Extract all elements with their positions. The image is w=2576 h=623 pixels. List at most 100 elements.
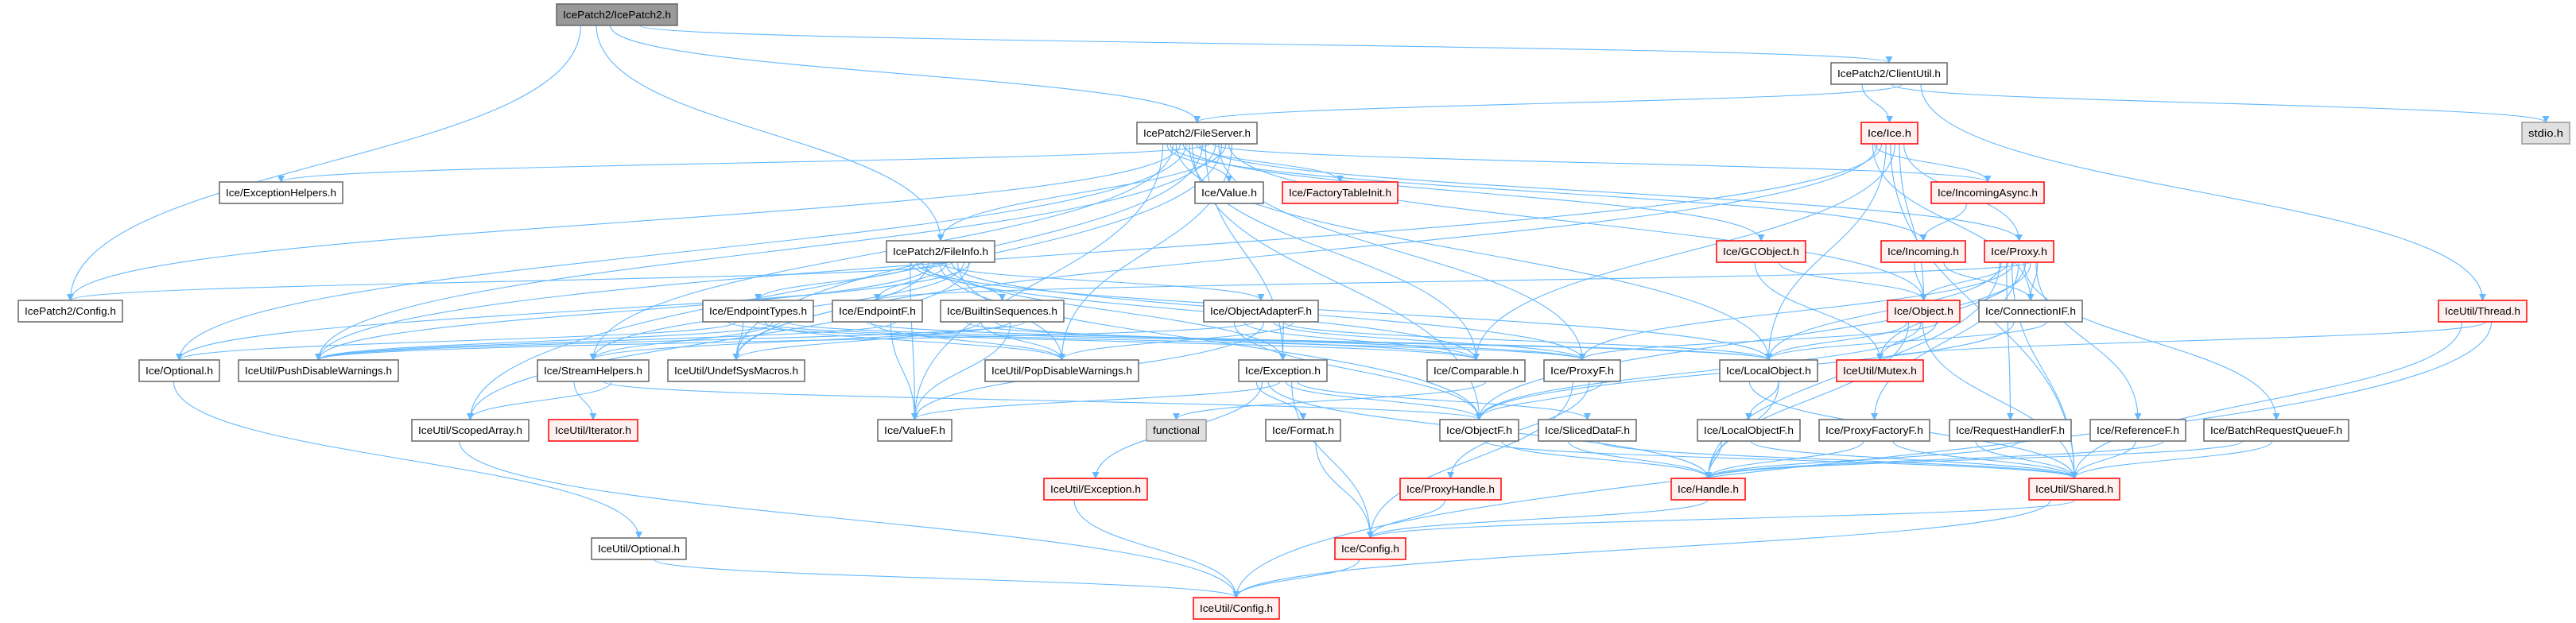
node-localobject[interactable]: Ice/LocalObject.h: [1719, 359, 1818, 382]
node-box: [2203, 419, 2349, 442]
edge-builtinseq-to-undefsys: [732, 321, 981, 361]
node-gcobject[interactable]: Ice/GCObject.h: [1716, 240, 1806, 263]
node-streamhelpers[interactable]: Ice/StreamHelpers.h: [537, 359, 650, 382]
node-endpointtypes[interactable]: Ice/EndpointTypes.h: [702, 300, 814, 323]
edge-streamhelpers-to-objectf: [603, 381, 1483, 420]
node-box: [1203, 300, 1319, 323]
node-label: Ice/IncomingAsync.h: [1938, 187, 2038, 199]
node-fileinfo[interactable]: IcePatch2/FileInfo.h: [886, 240, 995, 263]
node-box: [2089, 419, 2186, 442]
node-label: IcePatch2/Config.h: [25, 305, 116, 317]
node-proxyfactoryf[interactable]: Ice/ProxyFactoryF.h: [1818, 419, 1930, 442]
node-objectadapterf[interactable]: Ice/ObjectAdapterF.h: [1203, 300, 1319, 323]
node-incomingasync[interactable]: Ice/IncomingAsync.h: [1930, 181, 2045, 204]
node-label: IceUtil/Exception.h: [1050, 483, 1141, 495]
edge-referencef-to-handle: [1705, 440, 2164, 479]
node-iceconfig[interactable]: Ice/Config.h: [1334, 537, 1406, 560]
node-sliceddataf[interactable]: Ice/SlicedDataF.h: [1538, 419, 1637, 442]
node-functional[interactable]: functional: [1146, 419, 1207, 442]
node-factorytableinit[interactable]: Ice/FactoryTableInit.h: [1282, 181, 1399, 204]
edge-proxyf-to-iceconfig: [1367, 381, 1573, 539]
node-undefsys[interactable]: IceUtil/UndefSysMacros.h: [667, 359, 805, 382]
node-box: [548, 419, 638, 442]
node-connectionif[interactable]: Ice/ConnectionIF.h: [1978, 300, 2083, 323]
node-box: [1543, 359, 1621, 382]
node-referencef[interactable]: Ice/ReferenceF.h: [2089, 419, 2186, 442]
edge-proxy-to-batchrequestqueuef: [2023, 261, 2280, 420]
node-layer: IcePatch2/IcePatch2.hIcePatch2/ClientUti…: [17, 3, 2570, 620]
node-box: [667, 359, 805, 382]
edge-format-to-iceconfig: [1315, 440, 1374, 539]
node-ip2config[interactable]: IcePatch2/Config.h: [17, 300, 123, 323]
edge-fileinfo-to-objectadapterf: [940, 261, 1265, 301]
node-scopedarray[interactable]: IceUtil/ScopedArray.h: [411, 419, 530, 442]
node-box: [2438, 300, 2528, 323]
node-iceh[interactable]: Ice/Ice.h: [1860, 122, 1918, 145]
node-box: [1238, 359, 1328, 382]
node-iceutilconfig[interactable]: IceUtil/Config.h: [1193, 597, 1280, 620]
node-box: [1136, 122, 1258, 145]
node-box: [1818, 419, 1930, 442]
node-objectf[interactable]: Ice/ObjectF.h: [1439, 419, 1519, 442]
node-incoming[interactable]: Ice/Incoming.h: [1880, 240, 1966, 263]
node-shared[interactable]: IceUtil/Shared.h: [2028, 478, 2120, 501]
node-format[interactable]: Ice/Format.h: [1265, 419, 1341, 442]
node-object[interactable]: Ice/Object.h: [1887, 300, 1961, 323]
edge-endpointtypes-to-comparable: [727, 321, 1480, 361]
node-thread[interactable]: IceUtil/Thread.h: [2438, 300, 2528, 323]
edge-fileserver-to-ip2config: [67, 143, 1181, 301]
node-box: [2028, 478, 2120, 501]
node-label: Ice/ProxyFactoryF.h: [1825, 424, 1923, 436]
node-builtinseq[interactable]: Ice/BuiltinSequences.h: [940, 300, 1065, 323]
node-proxyf[interactable]: Ice/ProxyF.h: [1543, 359, 1621, 382]
node-fileserver[interactable]: IcePatch2/FileServer.h: [1136, 122, 1258, 145]
node-exception[interactable]: Ice/Exception.h: [1238, 359, 1328, 382]
edge-object-to-localobject: [1765, 321, 1908, 361]
node-comparable[interactable]: Ice/Comparable.h: [1426, 359, 1526, 382]
node-optional[interactable]: Ice/Optional.h: [138, 359, 220, 382]
edge-endpointtypes-to-proxyf: [757, 321, 1586, 361]
edge-proxy-to-localobject: [1765, 261, 2002, 361]
edge-requesthandlerf-to-handle: [1705, 440, 2020, 479]
node-box: [17, 300, 123, 323]
edge-optional-to-iceutiloptional: [173, 381, 642, 539]
node-iceutilexception[interactable]: IceUtil/Exception.h: [1043, 478, 1148, 501]
node-stdio[interactable]: stdio.h: [2521, 122, 2570, 145]
node-iterator[interactable]: IceUtil/Iterator.h: [548, 419, 638, 442]
node-box: [1716, 240, 1806, 263]
node-label: Ice/LocalObject.h: [1726, 365, 1811, 377]
edge-fileserver-to-valuef: [911, 143, 1164, 420]
node-label: Ice/Comparable.h: [1433, 365, 1519, 377]
node-proxy[interactable]: Ice/Proxy.h: [1984, 240, 2054, 263]
node-clientutil[interactable]: IcePatch2/ClientUtil.h: [1830, 62, 1948, 85]
node-box: [1265, 419, 1341, 442]
node-mutex[interactable]: IceUtil/Mutex.h: [1836, 359, 1924, 382]
node-value[interactable]: Ice/Value.h: [1194, 181, 1264, 204]
node-popdisable[interactable]: IceUtil/PopDisableWarnings.h: [984, 359, 1139, 382]
node-icepatch2[interactable]: IcePatch2/IcePatch2.h: [556, 3, 678, 26]
node-box: [537, 359, 650, 382]
edge-iceh-to-pushdisable: [315, 143, 1883, 361]
node-batchrequestqueuef[interactable]: Ice/BatchRequestQueueF.h: [2203, 419, 2349, 442]
edge-iceutiloptional-to-iceutilconfig: [654, 559, 1240, 598]
edge-fileserver-to-localobject: [1175, 143, 1772, 361]
node-exceptionhelpers[interactable]: Ice/ExceptionHelpers.h: [219, 181, 343, 204]
node-endpointf[interactable]: Ice/EndpointF.h: [832, 300, 923, 323]
node-iceutiloptional[interactable]: IceUtil/Optional.h: [591, 537, 687, 560]
edge-referencef-to-shared: [2070, 440, 2136, 479]
node-valuef[interactable]: Ice/ValueF.h: [877, 419, 952, 442]
edge-builtinseq-to-proxyf: [965, 321, 1586, 361]
edge-batchrequestqueuef-to-handle: [1705, 440, 2244, 479]
node-label: Ice/Format.h: [1272, 424, 1334, 436]
node-label: IceUtil/Optional.h: [598, 543, 680, 555]
node-requesthandlerf[interactable]: Ice/RequestHandlerF.h: [1949, 419, 2072, 442]
node-pushdisable[interactable]: IceUtil/PushDisableWarnings.h: [238, 359, 399, 382]
edge-object-to-proxyf: [1578, 321, 1939, 361]
node-box: [1334, 537, 1406, 560]
edge-objectf-to-shared: [1483, 440, 2078, 479]
node-handle[interactable]: Ice/Handle.h: [1670, 478, 1746, 501]
node-label: Ice/ProxyF.h: [1550, 365, 1614, 377]
node-label: IcePatch2/FileServer.h: [1143, 127, 1251, 139]
node-proxyhandle[interactable]: Ice/ProxyHandle.h: [1399, 478, 1502, 501]
node-localobjectf[interactable]: Ice/LocalObjectF.h: [1697, 419, 1801, 442]
